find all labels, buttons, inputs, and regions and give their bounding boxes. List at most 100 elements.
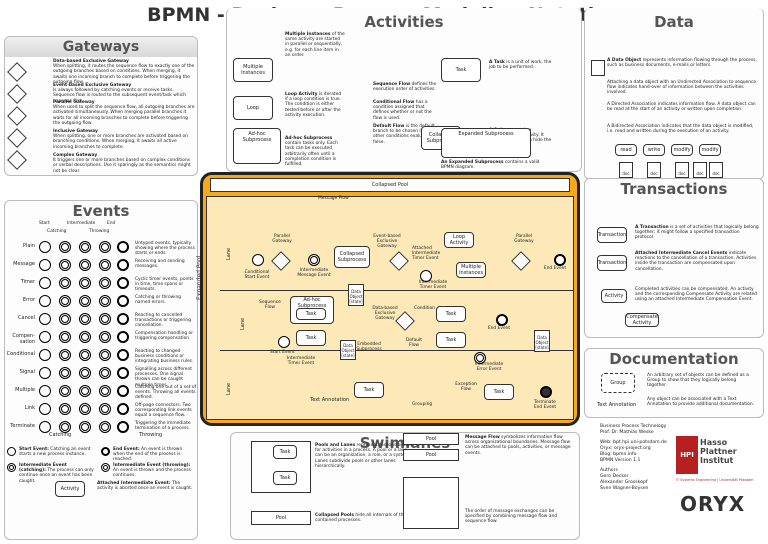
text-annotation-label: Text Annotation — [310, 397, 350, 403]
mf-pool-2: Pool — [403, 449, 459, 461]
end-event-pool-2 — [496, 314, 508, 326]
expanded-subprocess: Expanded Subprocess — [441, 128, 531, 158]
data-task-write: write — [643, 144, 665, 156]
terminate-end-icon — [540, 386, 552, 398]
event-row-label: Conditional — [6, 351, 35, 357]
gateways-header: Gateways — [5, 37, 197, 57]
task-pool-6: Task — [484, 384, 514, 400]
multiple-instances-task: Multiple Instances — [233, 58, 273, 82]
event-icon — [99, 241, 111, 253]
lane-label-2: Lane — [240, 317, 246, 330]
expanded-pool — [206, 196, 574, 420]
col-start: Start — [39, 221, 50, 226]
documentation-panel: Documentation Group An arbitrary set of … — [584, 348, 764, 418]
event-icon — [59, 313, 71, 325]
cond-desc: Conditional Flow has a condition assigne… — [373, 100, 432, 121]
event-icon — [39, 331, 51, 343]
event-icon — [59, 241, 71, 253]
doc-desc-1: An arbitrary set of objects can be defin… — [647, 373, 749, 389]
event-icon — [79, 367, 91, 379]
data-panel: Data A Data Object represents informatio… — [584, 8, 764, 180]
default-desc: Default Flow is the default branch to be… — [373, 124, 435, 145]
task-pool-4: Task — [436, 332, 466, 348]
swimlanes-panel: Swimlanes Task Task Pool Pools and Lanes… — [230, 432, 580, 540]
event-icon — [39, 259, 51, 271]
mf-desc: Message Flow symbolizes information flow… — [465, 435, 571, 456]
seqflow-desc: Sequence Flow defines the execution orde… — [373, 82, 437, 93]
mf-pool-1: Pool — [403, 433, 459, 445]
data-dir-desc: A Directed Association indicates informa… — [607, 102, 756, 113]
event-row-label: Message — [13, 261, 35, 267]
inter-catch-icon — [7, 463, 16, 472]
task-pool-3: Task — [436, 306, 466, 322]
activities-task: Task — [441, 58, 481, 82]
start-event-pool — [278, 336, 290, 348]
inter-throw-icon — [101, 463, 110, 472]
event-icon — [59, 367, 71, 379]
credits-block: Business Process Technology Prof. Dr. Ma… — [600, 424, 667, 491]
event-row-desc: Catching one out of a set of events. Thr… — [135, 385, 197, 401]
oryx-logo: ORYX — [680, 492, 746, 516]
event-row-desc: Triggering the immediate termination of … — [135, 421, 191, 432]
event-icon — [39, 367, 51, 379]
transaction-desc-3: Completed activities can be compensated.… — [635, 287, 757, 303]
transaction-desc-1: A Transaction is a set of activities tha… — [635, 225, 759, 241]
documentation-header: Documentation — [609, 350, 739, 368]
swimlane-task-2: Task — [273, 471, 297, 485]
event-icon — [117, 295, 129, 307]
attached-legend: Attached Intermediate Event: The activit… — [97, 481, 193, 492]
hpi-text: Hasso Plattner Institut — [700, 438, 737, 465]
event-row-desc: Reacting to cancelled transactions or tr… — [135, 313, 191, 329]
col-catching: Catching — [47, 229, 67, 234]
gateway-icon-inclusive — [7, 128, 27, 148]
event-based-label: Event-based Exclusive Gateway — [373, 234, 401, 250]
collapsed-pools-desc: Collapsed Pools hide all internals of th… — [315, 513, 407, 524]
data-based-label: Data-based Exclusive Gateway — [372, 306, 398, 322]
event-icon — [99, 367, 111, 379]
lane-label-1: Lane — [226, 247, 232, 260]
event-row-label: Plain — [22, 243, 35, 249]
event-icon — [59, 349, 71, 361]
event-icon — [59, 331, 71, 343]
conditional-start-icon — [252, 254, 264, 266]
attached-timer-label: Attached Intermediate Timer Event — [412, 246, 441, 262]
legend-catching: Catching — [49, 432, 72, 438]
event-icon — [79, 331, 91, 343]
task-pool-5: Task — [354, 382, 384, 398]
inter-catch-legend: Intermediate Event (catching): The proce… — [19, 463, 94, 484]
event-icon — [117, 277, 129, 289]
event-row-label: Multiple — [15, 387, 35, 393]
event-icon — [79, 241, 91, 253]
seq-flow-label: Sequence Flow — [259, 300, 281, 311]
end-event-label: End Event — [543, 266, 567, 271]
hpi-tagline: IT Systems Engineering | Universität Pot… — [676, 478, 754, 482]
adhoc-desc: Ad-hoc Subprocess contain tasks only. Ea… — [285, 136, 338, 168]
event-icon — [39, 277, 51, 289]
inter-timer-icon — [420, 270, 432, 282]
event-row-desc: Off-page connectors. Two corresponding l… — [135, 403, 192, 419]
event-row-desc: Catching or throwing named errors. — [135, 295, 182, 306]
event-icon — [79, 277, 91, 289]
lane-label-3: Lane — [226, 382, 232, 395]
gateway-icon-complex — [7, 150, 27, 170]
task-desc: A Task is a unit of work, the job to be … — [489, 60, 552, 71]
event-icon — [79, 295, 91, 307]
activity-box: Activity — [601, 289, 627, 303]
loop-desc: Loop Activity is iterated if a loop cond… — [285, 92, 342, 118]
event-icon — [79, 313, 91, 325]
event-icon — [59, 403, 71, 415]
data-doc-5: doc — [709, 162, 723, 178]
event-icon — [117, 367, 129, 379]
interm-timer2-label: Intermediate Timer Event — [286, 356, 316, 367]
parallel-gw-label: Parallel Gateway — [272, 234, 292, 245]
expanded-pool-label: Expanded Pool — [196, 255, 203, 300]
event-row-label: Compen-sation — [12, 333, 35, 345]
doc-desc-2: Any object can be associated with a Text… — [647, 397, 755, 408]
gateway-icon-exclusive — [7, 62, 27, 82]
event-icon — [59, 259, 71, 271]
pools-lanes-desc: Pools and Lanes represent responsibiliti… — [315, 443, 412, 469]
event-icon — [79, 385, 91, 397]
conditional-start-label: Conditional Start Event — [244, 270, 270, 281]
